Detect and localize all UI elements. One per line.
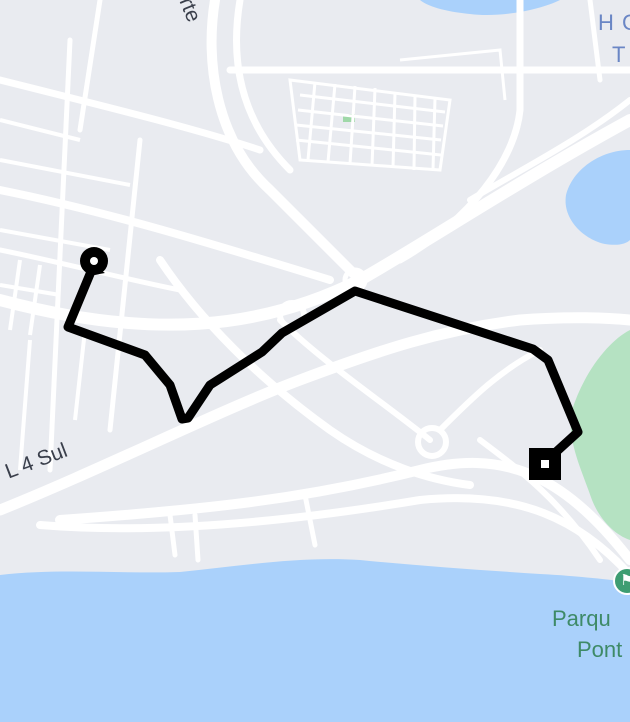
road-main-south bbox=[0, 312, 630, 516]
road-left-vertical-1 bbox=[47, 37, 73, 473]
road-left-vertical-2 bbox=[107, 137, 143, 433]
end-marker-icon[interactable] bbox=[528, 447, 562, 481]
park-pin-icon[interactable]: ⚑ bbox=[613, 567, 630, 595]
lake-right bbox=[565, 150, 630, 245]
residential-grid bbox=[288, 48, 507, 172]
road-right-ramp bbox=[437, 347, 543, 433]
road-main-ne bbox=[0, 114, 630, 331]
park-label-line1[interactable]: Parqu bbox=[552, 606, 611, 631]
road-right-vertical bbox=[396, 0, 524, 264]
start-marker-icon[interactable] bbox=[77, 243, 113, 279]
road-center-diag bbox=[156, 256, 474, 489]
district-label-line2: T bbox=[612, 42, 627, 67]
park-label-line2[interactable]: Pont bbox=[577, 637, 623, 662]
road-left-block-2 bbox=[0, 186, 334, 284]
road-right-lower bbox=[477, 437, 603, 563]
district-label-line1: H C bbox=[598, 10, 630, 35]
route-line bbox=[63, 257, 583, 467]
road-north-2 bbox=[233, 0, 294, 174]
road-left-block-1 bbox=[0, 76, 264, 154]
road-left-vertical-3 bbox=[77, 0, 103, 133]
road-network bbox=[0, 0, 630, 579]
lake-paranoa-south bbox=[0, 559, 630, 722]
park-area bbox=[570, 330, 630, 540]
lake-top bbox=[420, 0, 560, 16]
road-short-1 bbox=[167, 512, 178, 558]
road-north-curve bbox=[206, 0, 365, 285]
roundabout-2 bbox=[415, 425, 449, 459]
road-center-2 bbox=[277, 317, 433, 443]
road-far-right bbox=[587, 0, 603, 83]
road-short-2 bbox=[192, 512, 201, 563]
small-park bbox=[343, 114, 355, 122]
road-short-3 bbox=[302, 492, 318, 548]
left-grid bbox=[0, 118, 131, 471]
road-right-upper bbox=[467, 97, 630, 203]
